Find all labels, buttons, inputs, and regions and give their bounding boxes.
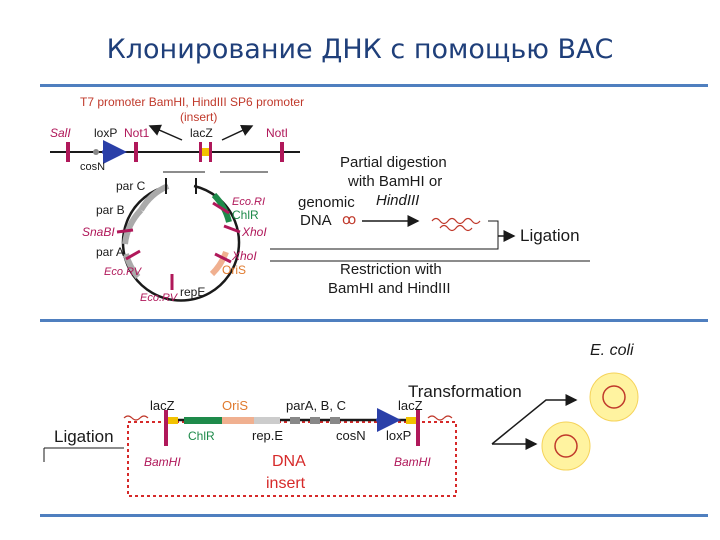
cosn-bottom-label: cosN [336,428,366,443]
bamhi-site-left [164,410,168,446]
chl-label: ChlR [232,208,259,222]
parb-label: par B [96,203,125,217]
lacz-right-label: lacZ [398,398,423,413]
xhoi-site-2 [214,252,232,264]
vector-circular-map: par C par B SnaBI par A Eco.RV Eco.RV re… [82,178,267,304]
oris-label: OriS [222,263,246,277]
partial-digestion-line-3: HindIII [376,192,419,209]
insert-note: (insert) [180,110,217,124]
genomic-dna-squiggle: ꝏ [342,211,356,227]
lacz-left-label: lacZ [150,398,175,413]
xhoi-label-1: XhoI [241,225,267,239]
ecori-site [212,201,230,215]
restriction-line-1: Restriction with [340,261,442,278]
bottom-divider [40,514,708,517]
repe-bottom-label: rep.E [252,428,283,443]
parb-segment-bottom [310,417,320,424]
snabi-label: SnaBI [82,225,115,239]
sali-label: SalI [50,126,71,140]
lacz-label: lacZ [190,126,213,140]
dna-label: DNA [300,212,332,229]
restriction-line-2: BamHI and HindIII [328,280,451,297]
fragment-squiggle-1 [431,217,481,225]
insert-label-line-1: DNA [272,453,306,470]
oris-segment [209,250,229,277]
ecoli-colony-1 [589,372,639,422]
fragment-squiggle-2 [439,224,473,232]
vector-linear-map: T7 promoter BamHI, HindIII SP6 promoter … [50,95,304,173]
ecoli-colony-2 [541,421,591,471]
ligation-top-label: Ligation [520,226,580,245]
page-title: Клонирование ДНК с помощью ВАС [106,34,614,65]
middle-divider [40,319,708,322]
cosn-marker [93,149,99,155]
parc-label: par C [116,179,146,193]
oris-segment-bottom [222,417,254,424]
oris-bottom-label: OriS [222,398,248,413]
ligation-bottom-label: Ligation [54,427,114,446]
promoter-label: T7 promoter BamHI, HindIII SP6 promoter [80,95,304,109]
plasmid-in-colony-1 [602,385,626,409]
left-insert-end [123,415,149,421]
para-label: par A [96,245,124,259]
sali-site-marker [66,142,70,162]
bamhi-right-label: BamHI [394,455,431,469]
ecoli-label: E. coli [590,342,634,359]
chl-segment [211,192,232,223]
snabi-site [116,228,134,234]
repe-label: repE [180,285,205,299]
sp6-promoter-arrow [221,125,254,141]
cloning-site-marker-left [199,142,202,162]
digestion-process: Partial digestion with BamHI or HindIII … [270,154,590,297]
cloning-site-marker-right [209,142,212,162]
ecori-label: Eco.RI [232,196,265,208]
parc-segment-bottom [330,417,340,424]
right-insert-end [427,415,453,421]
repe-segment-bottom [254,417,280,424]
xhoi-label-2: XhoI [231,249,257,263]
bamhi-site-right [416,410,420,446]
lacz-left-segment [168,417,178,424]
lacz-segment [202,148,209,156]
ecorv-label-1: Eco.RV [104,266,143,278]
recombinant-bac: E. coli Transformation Ligation lacZ Ori… [43,342,639,497]
bamhi-left-label: BamHI [144,455,181,469]
noti-site-marker [280,142,284,162]
chl-bottom-label: ChlR [188,429,215,443]
not1-label: Not1 [124,126,150,140]
parb-segment [122,207,144,245]
chl-segment-bottom [184,417,222,424]
circular-vector-backbone [121,184,241,302]
partial-digestion-line-2: with BamHI or [347,173,442,190]
para-segment-bottom [290,417,300,424]
ecorv-label-2: Eco.RV [140,292,179,304]
ecorv-site-1 [125,249,141,261]
t7-promoter-arrow [148,124,183,141]
cosn-label: cosN [80,161,105,173]
connector-line [270,220,499,250]
plasmid-in-colony-2 [554,434,578,458]
loxp-bottom-label: loxP [386,428,411,443]
par-bottom-label: parA, B, C [286,398,346,413]
partial-digestion-line-1: Partial digestion [340,154,447,171]
top-divider [40,84,708,87]
genomic-label: genomic [298,194,355,211]
transformation-label: Transformation [408,382,522,401]
noti-label: NotI [266,126,288,140]
transformation-arrow-1 [491,394,578,445]
para-segment [123,253,141,279]
insert-label-line-2: insert [266,475,306,492]
not1-site-marker [134,142,138,162]
loxp-label: loxP [94,126,117,140]
lacz-right-segment [406,417,416,424]
xhoi-site-1 [223,224,241,234]
